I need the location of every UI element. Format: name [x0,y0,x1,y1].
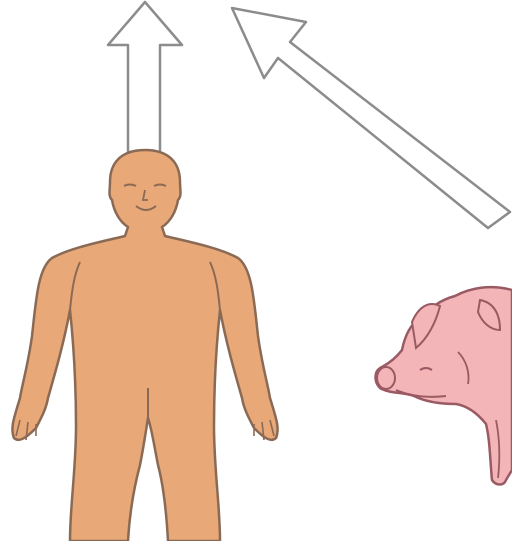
up-arrow [108,2,182,152]
human-body [12,150,277,541]
pig-snout [377,367,395,389]
human-figure-icon [12,150,277,541]
diagonal-arrow [232,8,510,228]
pig-icon [376,287,512,484]
